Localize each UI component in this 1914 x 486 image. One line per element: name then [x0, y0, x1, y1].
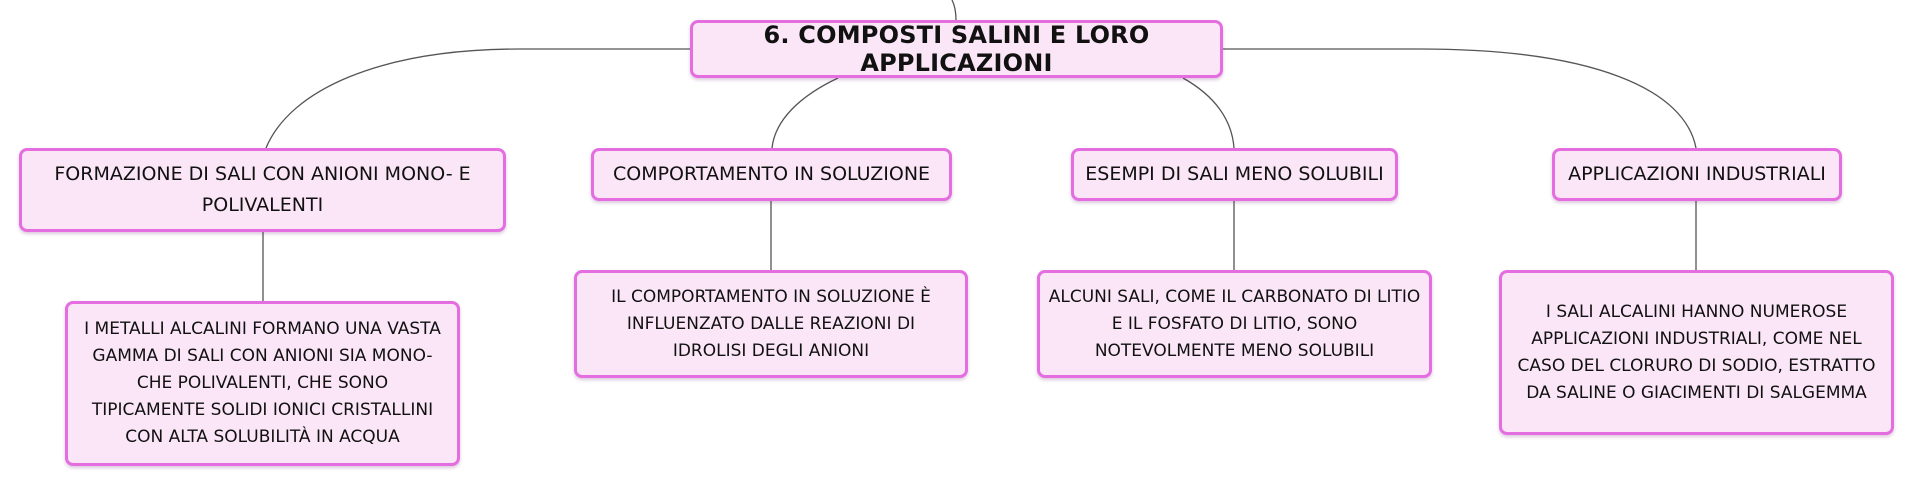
detail-text: ALCUNI SALI, COME IL CARBONATO DI LITIO …	[1048, 286, 1421, 361]
detail-node-comportamento[interactable]: IL COMPORTAMENTO IN SOLUZIONE È INFLUENZ…	[574, 270, 968, 378]
detail-node-esempi[interactable]: ALCUNI SALI, COME IL CARBONATO DI LITIO …	[1037, 270, 1432, 378]
topic-node-comportamento[interactable]: COMPORTAMENTO IN SOLUZIONE	[591, 148, 952, 201]
topic-label: APPLICAZIONI INDUSTRIALI	[1568, 163, 1826, 185]
topic-label: COMPORTAMENTO IN SOLUZIONE	[612, 163, 931, 185]
detail-text: I METALLI ALCALINI FORMANO UNA VASTA GAM…	[84, 319, 441, 447]
detail-text: I SALI ALCALINI HANNO NUMEROSE APPLICAZI…	[1517, 301, 1876, 403]
detail-node-applicazioni[interactable]: I SALI ALCALINI HANNO NUMEROSE APPLICAZI…	[1499, 270, 1894, 435]
root-label: 6. COMPOSTI SALINI E LORO APPLICAZIONI	[763, 21, 1150, 77]
topic-node-formazione[interactable]: FORMAZIONE DI SALI CON ANIONI MONO- E PO…	[19, 148, 506, 232]
root-node[interactable]: 6. COMPOSTI SALINI E LORO APPLICAZIONI	[690, 20, 1223, 78]
topic-node-applicazioni[interactable]: APPLICAZIONI INDUSTRIALI	[1552, 148, 1842, 201]
detail-node-formazione[interactable]: I METALLI ALCALINI FORMANO UNA VASTA GAM…	[65, 301, 460, 466]
topic-label: ESEMPI DI SALI MENO SOLUBILI	[1085, 163, 1384, 185]
detail-text: IL COMPORTAMENTO IN SOLUZIONE È INFLUENZ…	[611, 286, 931, 361]
connector-root-branch-1	[265, 48, 690, 149]
connector-parent-stub	[951, 0, 957, 21]
connector-root-branch-2	[771, 77, 839, 149]
connector-root-branch-4	[1223, 48, 1697, 149]
connector-root-branch-3	[1182, 77, 1235, 149]
topic-label: FORMAZIONE DI SALI CON ANIONI MONO- E PO…	[54, 163, 471, 216]
topic-node-esempi[interactable]: ESEMPI DI SALI MENO SOLUBILI	[1071, 148, 1398, 201]
